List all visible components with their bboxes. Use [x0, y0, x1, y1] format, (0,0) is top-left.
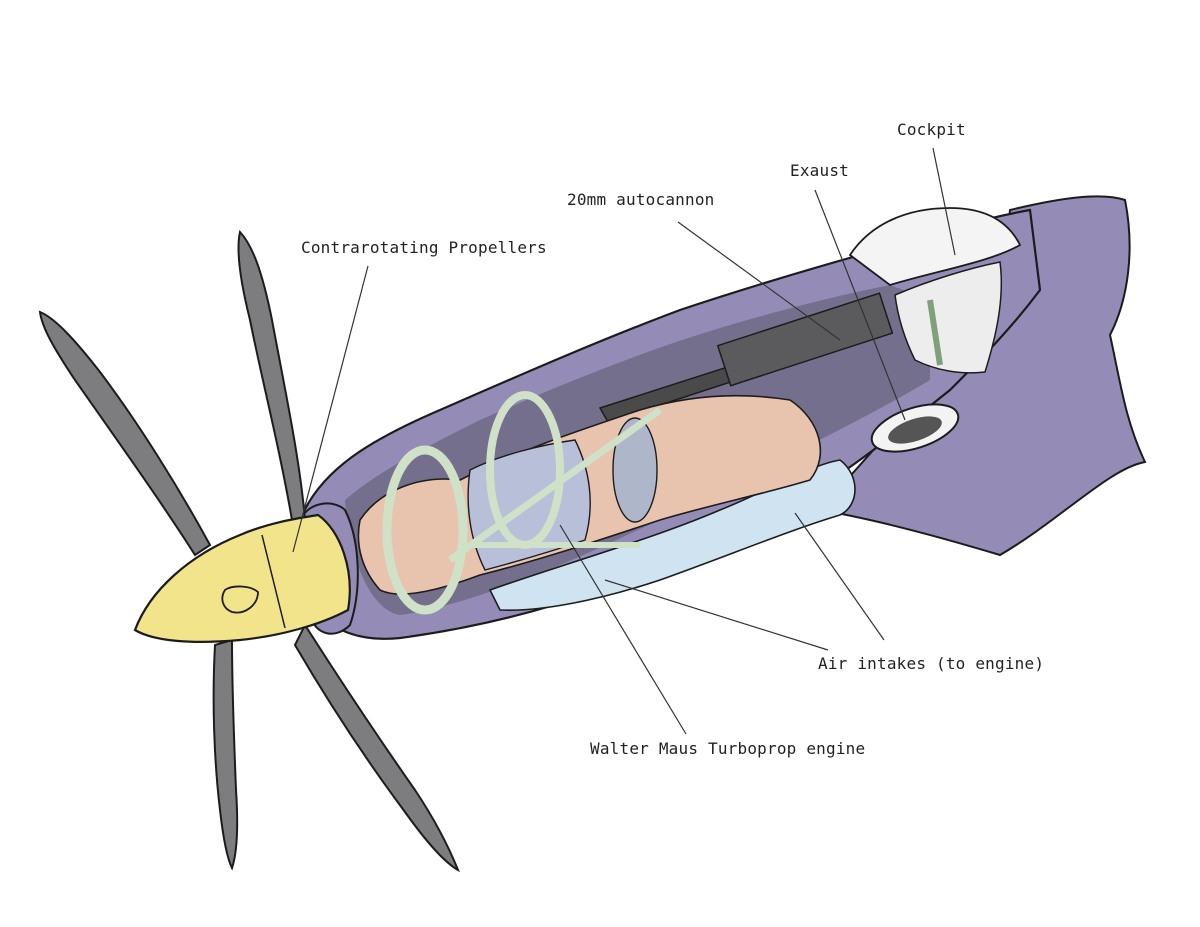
- autocannon-body: [716, 292, 894, 387]
- propeller-blade-bottom: [212, 638, 239, 871]
- label-propellers: Contrarotating Propellers: [301, 238, 547, 257]
- label-cockpit: Cockpit: [897, 120, 966, 139]
- propeller-spinner: [133, 513, 351, 643]
- leader-autocannon: [677, 221, 841, 341]
- leader-cockpit: [932, 147, 956, 256]
- cockpit-canopy: [848, 207, 1022, 286]
- label-autocannon: 20mm autocannon: [567, 190, 715, 209]
- fuselage-rear: [818, 195, 1147, 557]
- leader-air-intake-2: [604, 579, 829, 651]
- propeller-blade-upper-left: [38, 310, 212, 557]
- frame-strut-1: [447, 407, 663, 563]
- spinner-hub: [221, 585, 259, 614]
- leader-exaust: [814, 189, 906, 421]
- label-engine: Walter Maus Turboprop engine: [590, 739, 866, 758]
- leader-propellers: [292, 265, 369, 553]
- cockpit-frame: [927, 299, 943, 366]
- label-exaust: Exaust: [790, 161, 849, 180]
- propeller-blade-top: [237, 229, 307, 521]
- exhaust-inner: [888, 416, 942, 444]
- propeller-blade-lower-right: [293, 622, 460, 873]
- cockpit-interior: [894, 261, 1003, 374]
- callout-lines: [292, 147, 956, 735]
- air-intake-duct: [488, 459, 856, 612]
- leader-air-intake-1: [794, 512, 885, 641]
- leader-engine: [559, 524, 687, 735]
- spinner-seam: [261, 534, 286, 629]
- turbine-ring: [612, 417, 658, 523]
- label-air-intakes: Air intakes (to engine): [818, 654, 1045, 673]
- frame-ring-front: [382, 445, 468, 615]
